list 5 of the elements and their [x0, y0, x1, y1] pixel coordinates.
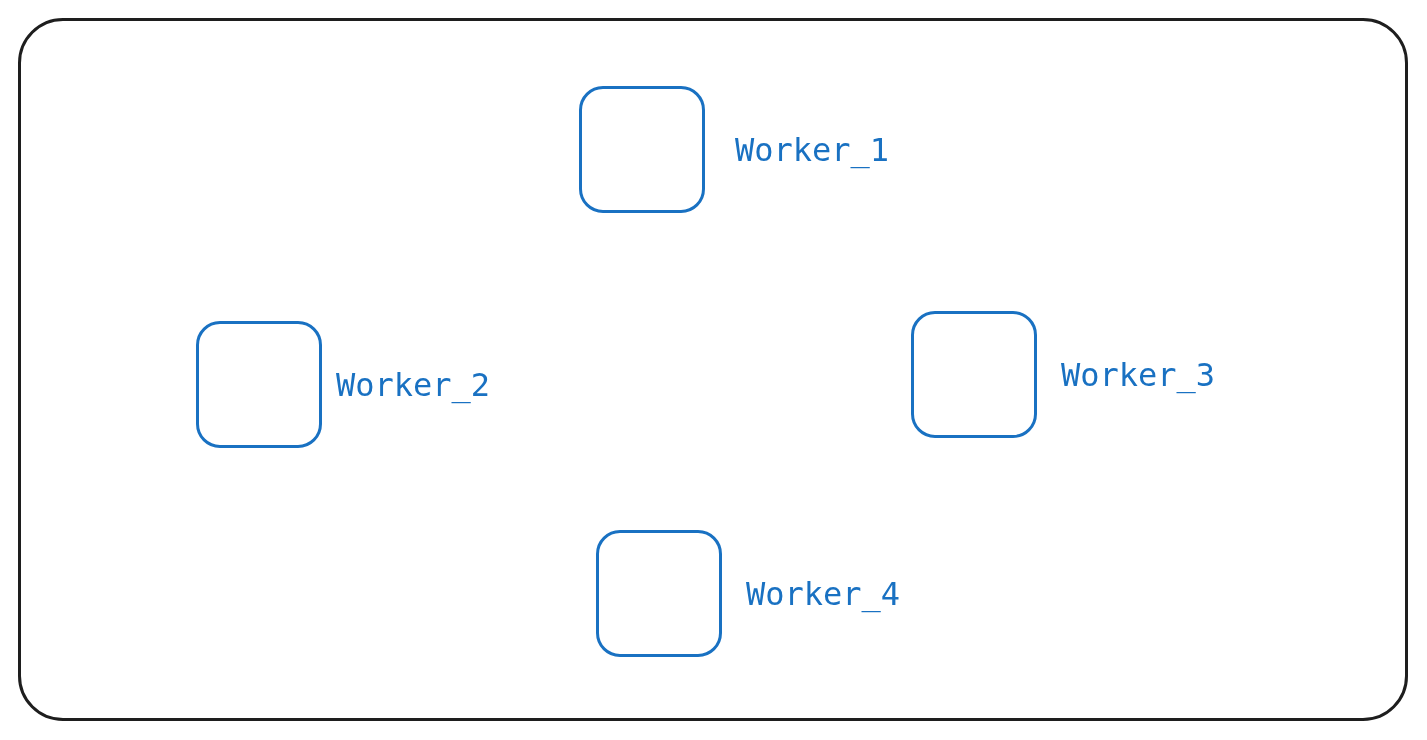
node-label: Worker_2 — [336, 365, 491, 404]
node-label: Worker_3 — [1061, 355, 1216, 394]
rounded-frame — [18, 18, 1408, 721]
node-label: Worker_4 — [746, 574, 901, 613]
node-label: Worker_1 — [735, 130, 890, 169]
